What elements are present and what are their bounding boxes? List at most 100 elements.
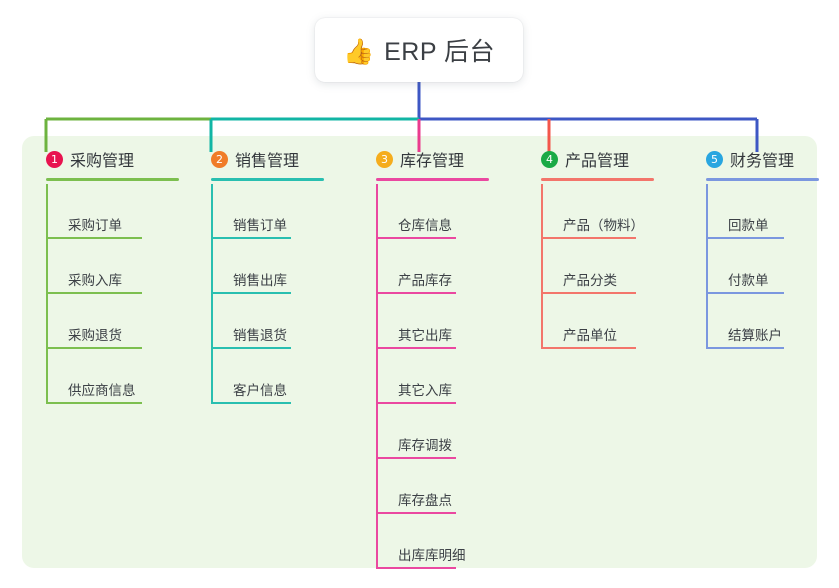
branch-title: 财务管理 xyxy=(730,153,795,170)
branch-item-list: 回款单付款单结算账户 xyxy=(694,184,794,349)
leaf-item[interactable]: 客户信息 xyxy=(211,349,299,404)
leaf-stem xyxy=(376,349,378,404)
branch-header-underline xyxy=(46,178,179,181)
leaf-underline xyxy=(376,347,456,349)
leaf-item[interactable]: 库存调拨 xyxy=(376,404,466,459)
branch-title: 库存管理 xyxy=(400,153,465,170)
leaf-label: 销售订单 xyxy=(233,218,287,233)
leaf-label: 库存调拨 xyxy=(398,438,452,453)
leaf-underline xyxy=(706,292,784,294)
leaf-stem xyxy=(706,294,708,349)
leaf-item[interactable]: 出库库明细 xyxy=(376,514,466,569)
leaf-label: 产品（物料） xyxy=(563,218,644,233)
leaf-label: 其它入库 xyxy=(398,383,452,398)
leaf-label: 销售退货 xyxy=(233,328,287,343)
branch-item-list: 销售订单销售出库销售退货客户信息 xyxy=(199,184,299,404)
leaf-item[interactable]: 仓库信息 xyxy=(376,184,466,239)
leaf-underline xyxy=(376,567,456,569)
root-title: ERP 后台 xyxy=(384,38,496,66)
leaf-label: 结算账户 xyxy=(728,328,782,343)
leaf-stem xyxy=(376,514,378,569)
branch-number-badge: 5 xyxy=(706,150,723,168)
branch-header-underline xyxy=(541,178,654,181)
leaf-underline xyxy=(46,292,142,294)
branch-title: 产品管理 xyxy=(565,153,630,170)
leaf-item[interactable]: 其它出库 xyxy=(376,294,466,349)
leaf-underline xyxy=(46,347,142,349)
branch-title: 采购管理 xyxy=(70,153,135,170)
leaf-stem xyxy=(211,184,213,239)
leaf-underline xyxy=(541,292,636,294)
leaf-label: 出库库明细 xyxy=(398,548,466,563)
leaf-item[interactable]: 销售订单 xyxy=(211,184,299,239)
leaf-label: 库存盘点 xyxy=(398,493,452,508)
leaf-underline xyxy=(211,347,291,349)
leaf-label: 采购入库 xyxy=(68,273,122,288)
leaf-label: 采购退货 xyxy=(68,328,122,343)
leaf-label: 销售出库 xyxy=(233,273,287,288)
leaf-stem xyxy=(46,349,48,404)
leaf-item[interactable]: 产品单位 xyxy=(541,294,644,349)
leaf-item[interactable]: 产品分类 xyxy=(541,239,644,294)
leaf-item[interactable]: 其它入库 xyxy=(376,349,466,404)
leaf-stem xyxy=(376,239,378,294)
leaf-stem xyxy=(211,349,213,404)
leaf-item[interactable]: 销售出库 xyxy=(211,239,299,294)
leaf-underline xyxy=(376,512,456,514)
leaf-item[interactable]: 结算账户 xyxy=(706,294,794,349)
leaf-stem xyxy=(46,184,48,239)
branch-column-5: 5 财务管理回款单付款单结算账户 xyxy=(694,146,819,349)
leaf-underline xyxy=(376,402,456,404)
leaf-stem xyxy=(211,294,213,349)
leaf-stem xyxy=(376,294,378,349)
leaf-label: 付款单 xyxy=(728,273,769,288)
leaf-stem xyxy=(46,294,48,349)
leaf-label: 回款单 xyxy=(728,218,769,233)
leaf-stem xyxy=(541,294,543,349)
leaf-label: 采购订单 xyxy=(68,218,122,233)
branch-header-underline xyxy=(706,178,819,181)
leaf-label: 产品库存 xyxy=(398,273,452,288)
leaf-underline xyxy=(376,457,456,459)
leaf-underline xyxy=(46,402,142,404)
branch-column-1: 1 采购管理采购订单采购入库采购退货供应商信息 xyxy=(34,146,179,404)
leaf-underline xyxy=(211,402,291,404)
leaf-underline xyxy=(211,292,291,294)
branch-header-采购管理[interactable]: 1 采购管理 xyxy=(34,146,179,181)
branch-item-list: 仓库信息产品库存其它出库其它入库库存调拨库存盘点出库库明细 xyxy=(364,184,466,569)
leaf-label: 产品分类 xyxy=(563,273,617,288)
branch-header-underline xyxy=(376,178,489,181)
leaf-item[interactable]: 供应商信息 xyxy=(46,349,142,404)
leaf-underline xyxy=(376,237,456,239)
root-node[interactable]: 👍 ERP 后台 xyxy=(315,18,523,82)
leaf-underline xyxy=(376,292,456,294)
leaf-item[interactable]: 库存盘点 xyxy=(376,459,466,514)
leaf-label: 供应商信息 xyxy=(68,383,136,398)
leaf-item[interactable]: 回款单 xyxy=(706,184,794,239)
leaf-stem xyxy=(376,404,378,459)
leaf-item[interactable]: 采购订单 xyxy=(46,184,142,239)
branch-header-财务管理[interactable]: 5 财务管理 xyxy=(694,146,819,181)
leaf-item[interactable]: 产品库存 xyxy=(376,239,466,294)
branch-item-list: 采购订单采购入库采购退货供应商信息 xyxy=(34,184,142,404)
leaf-stem xyxy=(376,459,378,514)
branch-number-badge: 1 xyxy=(46,150,63,168)
leaf-label: 其它出库 xyxy=(398,328,452,343)
leaf-item[interactable]: 付款单 xyxy=(706,239,794,294)
leaf-underline xyxy=(706,237,784,239)
branch-title: 销售管理 xyxy=(235,153,300,170)
leaf-item[interactable]: 销售退货 xyxy=(211,294,299,349)
leaf-item[interactable]: 产品（物料） xyxy=(541,184,644,239)
leaf-underline xyxy=(706,347,784,349)
leaf-item[interactable]: 采购退货 xyxy=(46,294,142,349)
leaf-stem xyxy=(541,239,543,294)
leaf-stem xyxy=(46,239,48,294)
leaf-item[interactable]: 采购入库 xyxy=(46,239,142,294)
branches-panel xyxy=(22,136,817,568)
